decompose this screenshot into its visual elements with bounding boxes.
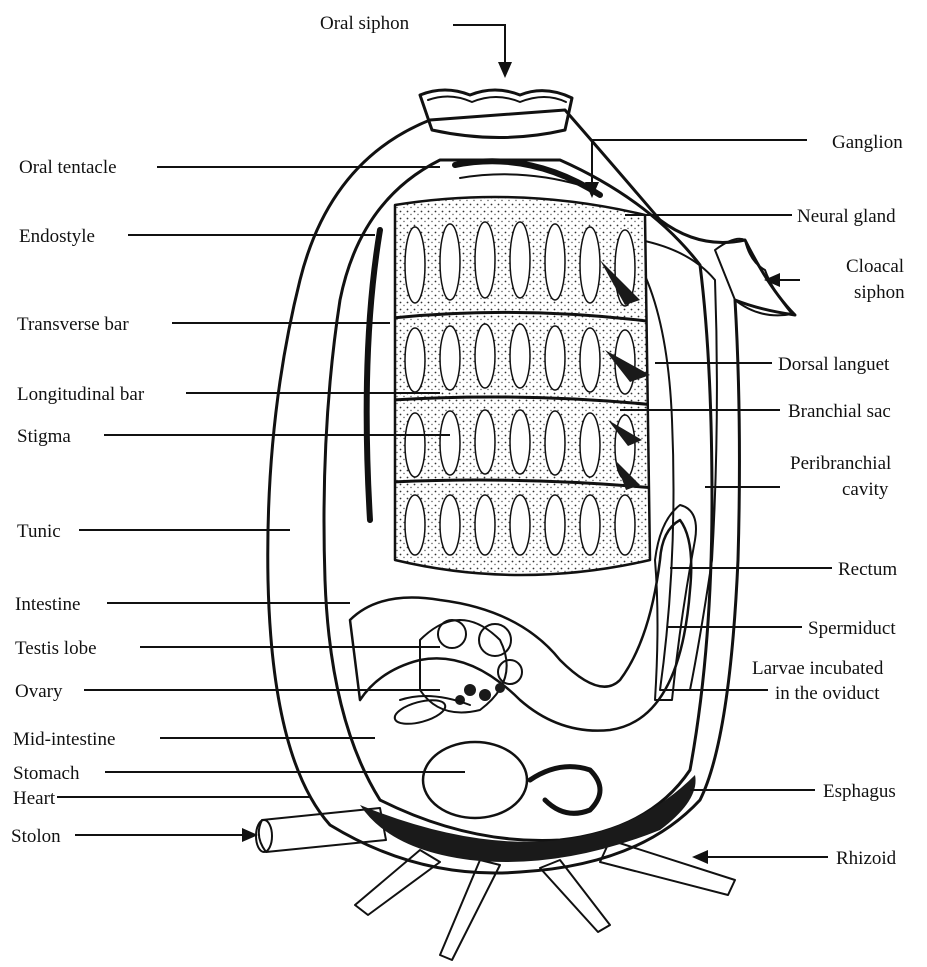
label-larvae-line1: Larvae incubated bbox=[752, 658, 884, 679]
label-cloacal-siphon-line1: Cloacal bbox=[846, 256, 904, 277]
label-intestine: Intestine bbox=[15, 594, 80, 615]
label-esphagus: Esphagus bbox=[823, 781, 896, 802]
label-peribranchial-line2: cavity bbox=[842, 479, 889, 500]
label-mid-intestine: Mid-intestine bbox=[13, 729, 115, 750]
label-rhizoid: Rhizoid bbox=[836, 848, 897, 869]
stomach-shape bbox=[423, 742, 527, 818]
label-oral-siphon: Oral siphon bbox=[320, 13, 410, 34]
label-stolon: Stolon bbox=[11, 826, 61, 847]
esophagus-shape bbox=[530, 767, 600, 814]
label-rectum: Rectum bbox=[838, 559, 897, 580]
label-branchial-sac: Branchial sac bbox=[788, 401, 891, 422]
label-oral-tentacle: Oral tentacle bbox=[19, 157, 117, 178]
label-tunic: Tunic bbox=[17, 521, 61, 542]
label-neural-gland: Neural gland bbox=[797, 206, 896, 227]
label-peribranchial-line1: Peribranchial bbox=[790, 453, 891, 474]
endostyle-shape bbox=[367, 230, 380, 520]
label-longitudinal-bar: Longitudinal bar bbox=[17, 384, 145, 405]
branchial-sac-shape bbox=[390, 190, 660, 590]
label-stomach: Stomach bbox=[13, 763, 80, 784]
label-spermiduct: Spermiduct bbox=[808, 618, 896, 639]
label-cloacal-siphon-line2: siphon bbox=[854, 282, 905, 303]
label-dorsal-languet: Dorsal languet bbox=[778, 354, 890, 375]
label-ganglion: Ganglion bbox=[832, 132, 903, 153]
label-heart: Heart bbox=[13, 788, 56, 809]
cloacal-siphon-shape bbox=[715, 239, 792, 316]
label-testis-lobe: Testis lobe bbox=[15, 638, 97, 659]
organism-illustration bbox=[256, 90, 795, 960]
label-endostyle: Endostyle bbox=[19, 226, 95, 247]
label-transverse-bar: Transverse bar bbox=[17, 314, 129, 335]
label-larvae-line2: in the oviduct bbox=[775, 683, 880, 704]
label-stigma: Stigma bbox=[17, 426, 71, 447]
gonad-shape bbox=[392, 620, 522, 728]
label-ovary: Ovary bbox=[15, 681, 63, 702]
